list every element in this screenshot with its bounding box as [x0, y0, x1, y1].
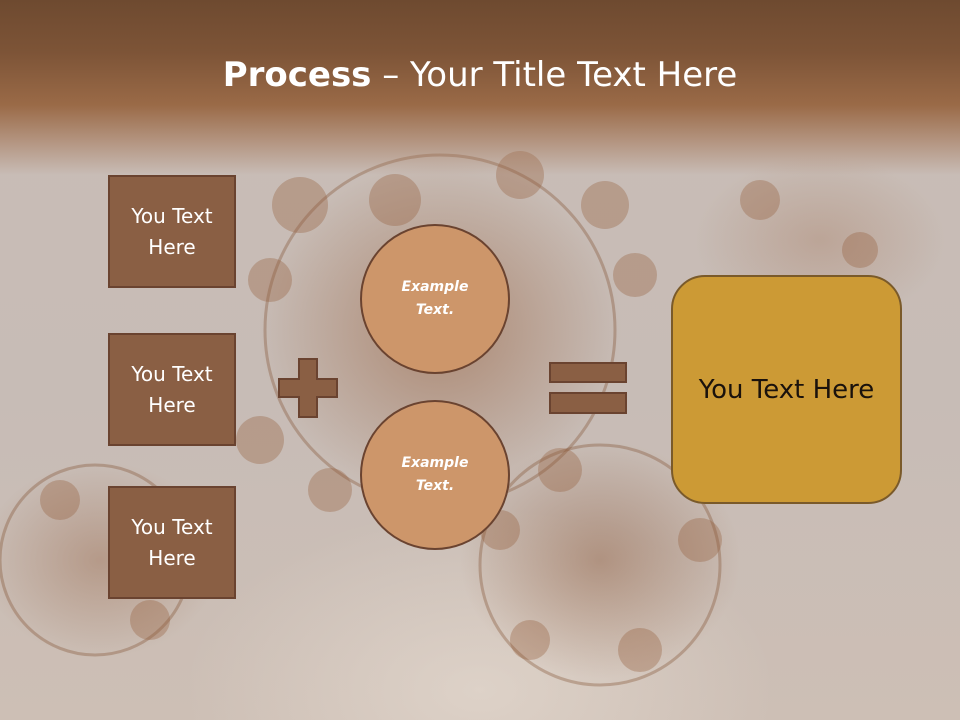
- result-box: You Text Here: [671, 275, 902, 504]
- slide-title: Process – Your Title Text Here: [0, 52, 960, 98]
- title-bold: Process: [222, 55, 372, 95]
- circle-label: Example Text.: [401, 279, 469, 318]
- text-box-3: You Text Here: [108, 486, 236, 599]
- text-box-label: You Text Here: [131, 203, 213, 259]
- result-label: You Text Here: [698, 374, 875, 405]
- text-box-2: You Text Here: [108, 333, 236, 446]
- example-circle-1: Example Text.: [360, 224, 510, 374]
- example-circle-2: Example Text.: [360, 400, 510, 550]
- equals-icon: [549, 362, 627, 414]
- circle-label: Example Text.: [401, 455, 469, 494]
- text-box-label: You Text Here: [131, 514, 213, 570]
- title-rest: – Your Title Text Here: [371, 55, 738, 95]
- text-box-1: You Text Here: [108, 175, 236, 288]
- plus-icon: [278, 358, 338, 418]
- title-banner: [0, 0, 960, 175]
- text-box-label: You Text Here: [131, 361, 213, 417]
